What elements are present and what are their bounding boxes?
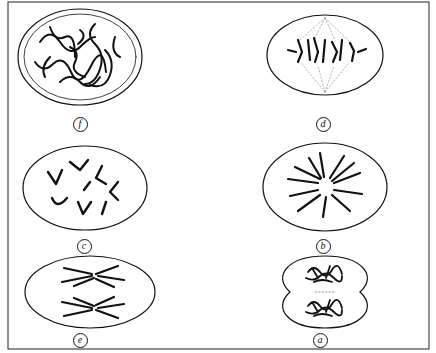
figure-frame (8, 2, 429, 349)
anaphase-cell (25, 256, 155, 328)
stage-letter-circle: e (73, 333, 88, 348)
stage-letter: f (79, 119, 82, 129)
telophase-cell (283, 256, 368, 328)
stage-letter-circle: f (73, 117, 88, 132)
prometaphase-rosette-cell (263, 143, 387, 231)
prometaphase-cell (23, 146, 147, 230)
stage-letter: c (82, 241, 86, 251)
stage-letter-circle: c (77, 239, 92, 254)
stage-letter-circle: b (316, 239, 331, 254)
stage-letter-circle: d (316, 117, 331, 132)
stage-letter: e (78, 335, 82, 345)
stage-letter-circle: a (313, 333, 328, 348)
prophase-cell (18, 9, 142, 105)
metaphase-cell (267, 15, 383, 95)
stage-letter: a (318, 335, 323, 345)
stage-letter: d (321, 119, 326, 129)
stage-letter: b (321, 241, 326, 251)
